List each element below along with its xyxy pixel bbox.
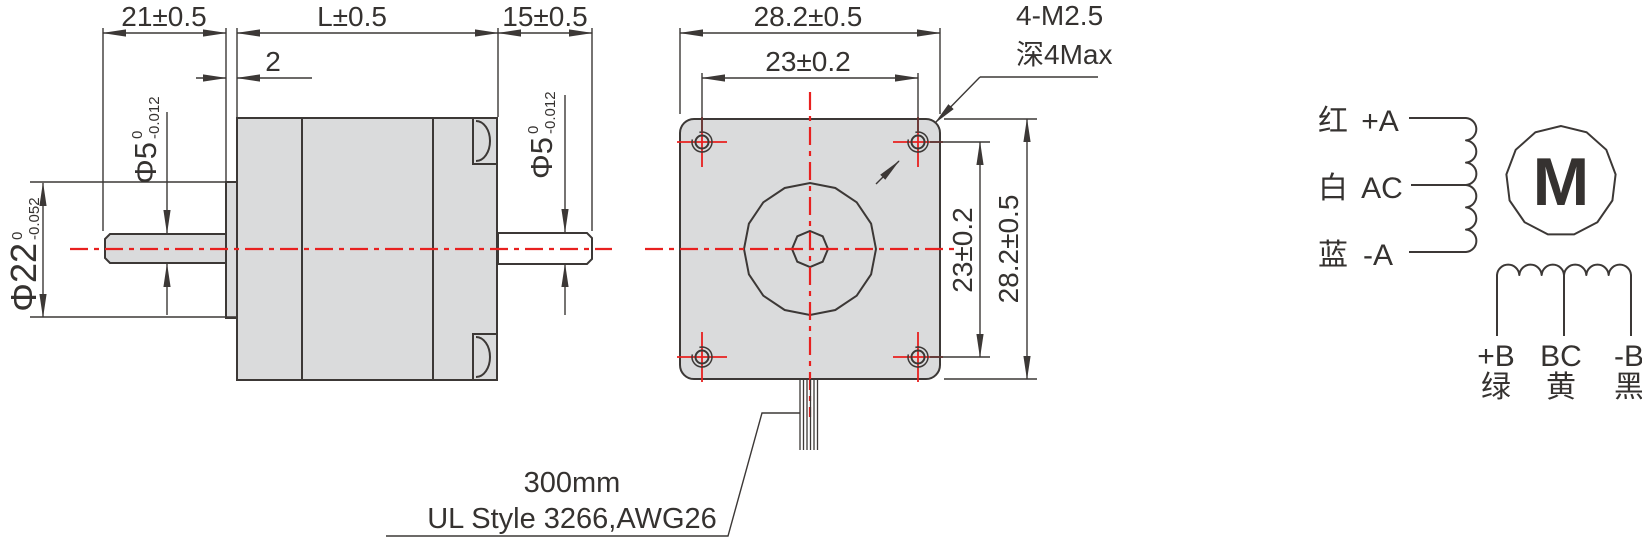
lead-a2-terminal: AC <box>1361 172 1403 205</box>
svg-text:Φ22: Φ22 <box>3 243 44 312</box>
lead-a1-terminal: +A <box>1361 105 1399 138</box>
lead-a2-color: 白 <box>1318 172 1348 205</box>
motor-symbol-circle <box>1505 124 1617 236</box>
dim-front-shaft-length: 15±0.5 <box>502 1 587 32</box>
cable-length: 300mm <box>524 467 621 499</box>
dim-body-length: L±0.5 <box>317 1 387 32</box>
dim-flange-width: 28.2±0.5 <box>754 1 863 32</box>
lead-a1-color: 红 <box>1318 105 1348 138</box>
dim-collar-diameter: Φ22 0 -0.052 <box>3 197 44 311</box>
lead-a3-color: 蓝 <box>1318 239 1348 272</box>
lead-a3-terminal: -A <box>1363 239 1393 272</box>
svg-text:-0.012: -0.012 <box>542 91 559 134</box>
dim-flange-height: 28.2±0.5 <box>993 195 1024 304</box>
cable-spec: UL Style 3266,AWG26 <box>427 503 717 535</box>
front-view: 28.2±0.5 23±0.2 23±0.2 28.2±0.5 4-M2.5 深… <box>645 0 1112 450</box>
dim-collar-width: 2 <box>265 46 281 77</box>
motor-symbol-letter: M <box>1533 144 1590 220</box>
lead-b1-color: 绿 <box>1481 371 1511 404</box>
wiring-diagram: 红 +A 白 AC 蓝 -A M +B BC -B 绿 黄 黑 <box>1318 105 1642 404</box>
lead-wires <box>799 379 819 450</box>
lead-b2-color: 黄 <box>1546 371 1576 404</box>
dim-rear-shaft-diameter: Φ5 0 -0.012 <box>128 96 163 184</box>
dim-front-shaft-diameter: Φ5 0 -0.012 <box>524 91 559 179</box>
svg-text:Φ5: Φ5 <box>128 142 163 184</box>
svg-text:-0.052: -0.052 <box>26 197 43 240</box>
lead-b3-terminal: -B <box>1614 340 1642 373</box>
lead-b2-terminal: BC <box>1540 340 1582 373</box>
svg-text:28.2±0.5: 28.2±0.5 <box>993 195 1024 304</box>
cable-note: 300mm UL Style 3266,AWG26 <box>386 412 800 537</box>
thread-callout-depth: 深4Max <box>1016 39 1112 70</box>
svg-text:Φ5: Φ5 <box>524 137 559 179</box>
dim-hole-spacing-v: 23±0.2 <box>947 207 978 292</box>
lead-b3-color: 黑 <box>1614 371 1642 404</box>
thread-callout-size: 4-M2.5 <box>1016 0 1103 31</box>
svg-text:0: 0 <box>9 232 26 240</box>
dim-hole-spacing-h: 23±0.2 <box>765 46 850 77</box>
dim-rear-shaft-length: 21±0.5 <box>121 1 206 32</box>
svg-text:0: 0 <box>525 126 542 134</box>
side-view: 21±0.5 L±0.5 15±0.5 2 Φ5 0 -0.012 Φ5 0 -… <box>3 1 612 381</box>
svg-text:23±0.2: 23±0.2 <box>947 207 978 292</box>
thread-callout: 4-M2.5 深4Max <box>875 0 1112 185</box>
svg-text:-0.012: -0.012 <box>146 96 163 139</box>
lead-b1-terminal: +B <box>1477 340 1515 373</box>
front-shaft-highlighted <box>497 232 593 265</box>
svg-text:0: 0 <box>129 131 146 139</box>
